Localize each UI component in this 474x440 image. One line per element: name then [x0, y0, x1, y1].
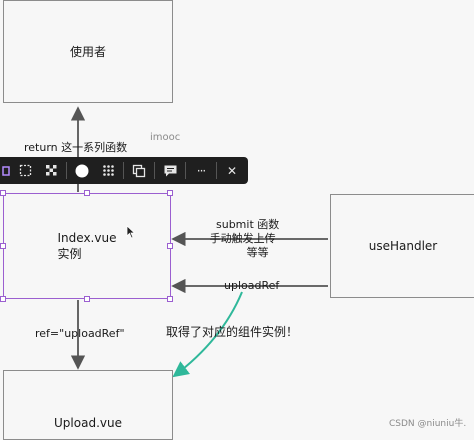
upload-vue-box: Upload.vue: [3, 370, 173, 440]
floating-toolbar: ··· ✕: [0, 157, 248, 184]
selection-handle-top-right[interactable]: [167, 190, 173, 196]
mouse-cursor-icon: [126, 225, 136, 239]
return-label: return 这一系列函数: [24, 141, 128, 154]
toolbar-comment-button[interactable]: [157, 157, 183, 184]
toolbar-fill-color-button[interactable]: [69, 157, 95, 184]
duplicate-icon: [132, 164, 146, 177]
submit-label-line2: 手动触发上传: [209, 232, 276, 245]
selection-handle-top-left[interactable]: [0, 190, 6, 196]
csdn-watermark: CSDN @niuniu牛.: [389, 419, 467, 429]
imooc-watermark: imooc: [150, 132, 181, 143]
checker-pattern-icon: [45, 165, 56, 176]
selection-handle-bottom-right[interactable]: [167, 296, 173, 302]
user-box: 使用者: [3, 0, 173, 103]
index-vue-title: Index.vue: [57, 231, 117, 245]
submit-label: submit 函数 手动触发上传 等等: [206, 218, 280, 260]
upload-vue-label: Upload.vue: [54, 416, 122, 430]
selection-handle-top-middle[interactable]: [84, 190, 90, 196]
selection-handle-middle-left[interactable]: [0, 243, 6, 249]
toolbar-border-style-button[interactable]: [12, 157, 38, 184]
close-icon: ✕: [226, 163, 238, 178]
selection-handle-bottom-left[interactable]: [0, 296, 6, 302]
index-vue-box[interactable]: Index.vue 实例: [3, 193, 171, 299]
diagram-arrows: [70, 106, 328, 378]
toolbar-separator: [185, 162, 186, 179]
frame-icon: [2, 165, 10, 176]
index-vue-subtitle: 实例: [57, 247, 82, 261]
got-instance-annotation: 取得了对应的组件实例！: [166, 325, 299, 339]
toolbar-frame-button[interactable]: [0, 157, 12, 184]
toolbar-separator: [66, 162, 67, 179]
toolbar-separator: [154, 162, 155, 179]
upload-ref-label: uploadRef: [224, 279, 280, 292]
ref-attribute-label: ref="uploadRef": [35, 327, 125, 340]
comment-icon: [164, 165, 176, 176]
toolbar-grid-button[interactable]: [95, 157, 121, 184]
color-circle-icon: [75, 164, 89, 177]
use-handler-box: useHandler: [330, 194, 474, 298]
more-icon: ···: [196, 163, 207, 178]
border-style-icon: [19, 164, 31, 177]
submit-label-line1: submit 函数: [216, 218, 280, 231]
toolbar-more-button[interactable]: ···: [188, 157, 214, 184]
toolbar-close-button[interactable]: ✕: [219, 157, 245, 184]
selection-handle-bottom-middle[interactable]: [84, 296, 90, 302]
annotation-arrow: [172, 291, 243, 378]
toolbar-separator: [123, 162, 124, 179]
dot-grid-icon: [102, 165, 114, 176]
toolbar-separator: [216, 162, 217, 179]
submit-label-line3: 等等: [246, 246, 269, 259]
toolbar-duplicate-button[interactable]: [126, 157, 152, 184]
toolbar-fill-pattern-button[interactable]: [38, 157, 64, 184]
use-handler-label: useHandler: [368, 239, 438, 253]
selection-handle-middle-right[interactable]: [167, 243, 173, 249]
user-box-label: 使用者: [69, 44, 106, 59]
